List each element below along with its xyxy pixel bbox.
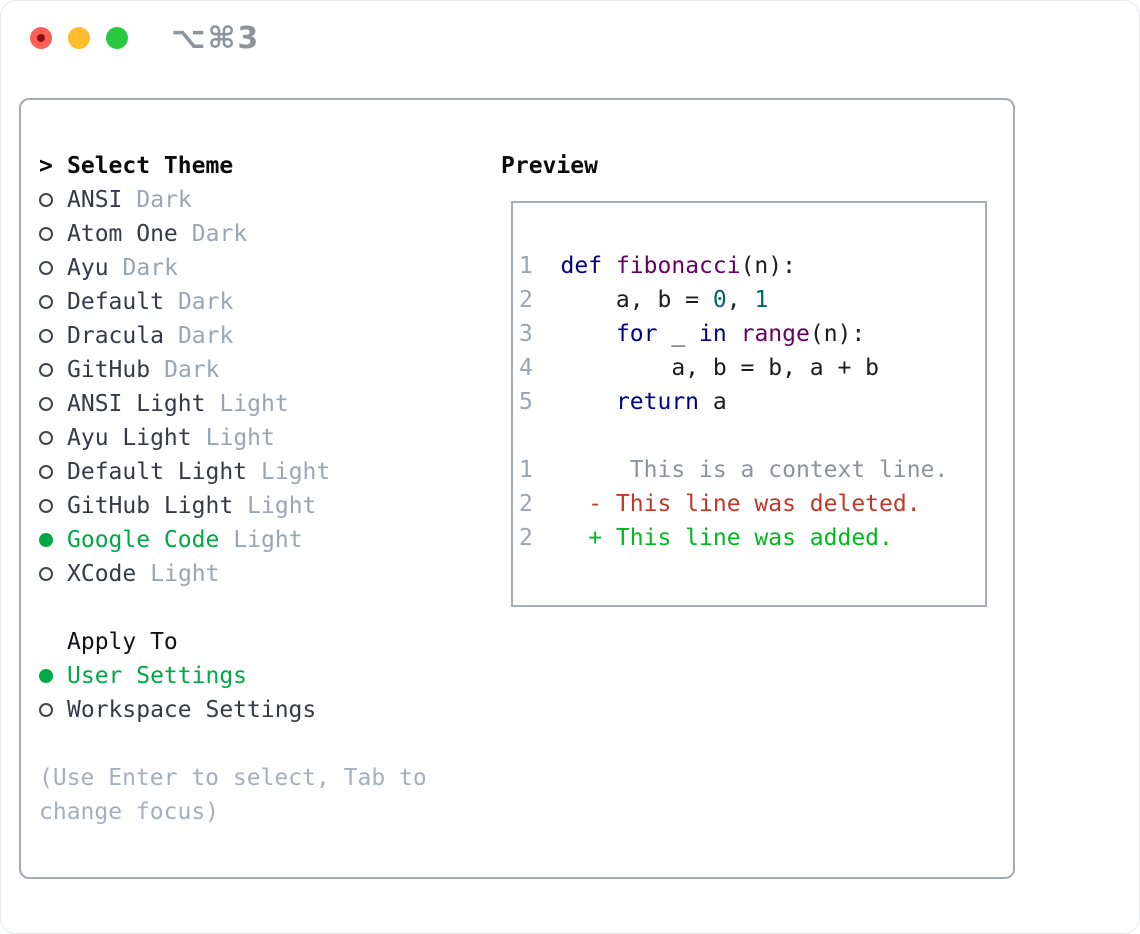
radio-icon [39, 329, 53, 343]
option-variant: Dark [122, 255, 178, 281]
option-name: Default [67, 289, 164, 315]
option-variant: Light [261, 459, 331, 485]
zoom-button[interactable] [106, 27, 128, 49]
code-line: 5 return a [519, 389, 727, 415]
option-variant: Light [150, 561, 220, 587]
traffic-lights [30, 27, 144, 49]
window-title: ⌥⌘3 [171, 21, 261, 56]
theme-option[interactable]: Ayu Light Light [39, 421, 427, 455]
theme-option[interactable]: GitHub Light Light [39, 489, 427, 523]
preview-box: 1 def fibonacci(n): 2 a, b = 0, 1 3 for _ … [511, 201, 987, 607]
focus-arrow-icon: > [39, 153, 53, 179]
apply-to-label: Apply To [67, 629, 178, 655]
preview-label: Preview [501, 153, 598, 179]
theme-option[interactable]: Google Code Light [39, 523, 427, 557]
minimize-button[interactable] [68, 27, 90, 49]
option-name: Dracula [67, 323, 164, 349]
option-name: Google Code [67, 527, 220, 553]
code-line: 2 a, b = 0, 1 [519, 287, 769, 313]
theme-option[interactable]: Atom One Dark [39, 217, 427, 251]
radio-icon [39, 499, 53, 513]
option-name: Ayu Light [67, 425, 192, 451]
apply-to-option[interactable]: Workspace Settings [39, 693, 427, 727]
code-line: 1 def fibonacci(n): [519, 253, 796, 279]
option-variant: Light [233, 527, 303, 553]
help-line: (Use Enter to select, Tab to [39, 765, 427, 791]
option-variant: Dark [164, 357, 220, 383]
option-variant: Dark [177, 323, 234, 349]
radio-icon [39, 193, 53, 207]
diff-line: 2 - This line was deleted. [519, 491, 921, 517]
code-line: 3 for _ in range(n): [519, 321, 866, 347]
theme-option[interactable]: ANSI Light Light [39, 387, 427, 421]
option-variant: Light [205, 425, 275, 451]
option-variant: Dark [177, 289, 234, 315]
option-name: ANSI Light [67, 391, 206, 417]
radio-icon [39, 363, 53, 377]
help-line: change focus) [39, 799, 220, 825]
option-name: Default Light [67, 459, 248, 485]
option-variant: Light [219, 391, 289, 417]
radio-icon [39, 397, 53, 411]
radio-icon [39, 703, 53, 717]
blank-line [519, 419, 985, 453]
theme-option[interactable]: Default Dark [39, 285, 427, 319]
radio-icon [39, 227, 53, 241]
theme-option[interactable]: XCode Light [39, 557, 427, 591]
option-name: User Settings [67, 663, 248, 689]
option-name: Workspace Settings [67, 697, 317, 723]
radio-icon [39, 465, 53, 479]
select-theme-label: Select Theme [67, 153, 234, 179]
diff-preview: 1 This is a context line. 2 - This line w… [519, 453, 985, 555]
option-variant: Dark [136, 187, 192, 213]
radio-icon [39, 295, 53, 309]
option-name: GitHub [67, 357, 151, 383]
select-theme-header: > Select Theme [39, 149, 427, 183]
option-name: XCode [67, 561, 137, 587]
radio-selected-icon [39, 533, 53, 547]
radio-icon [39, 567, 53, 581]
apply-to-option[interactable]: User Settings [39, 659, 427, 693]
diff-line: 2 + This line was added. [519, 525, 893, 551]
option-name: Ayu [67, 255, 109, 281]
radio-icon [39, 431, 53, 445]
help-text: (Use Enter to select, Tab to change focu… [39, 761, 427, 829]
theme-option[interactable]: ANSI Dark [39, 183, 427, 217]
theme-option[interactable]: GitHub Dark [39, 353, 427, 387]
option-variant: Dark [191, 221, 248, 247]
radio-selected-icon [39, 669, 53, 683]
option-variant: Light [247, 493, 317, 519]
theme-option[interactable]: Dracula Dark [39, 319, 427, 353]
code-preview: 1 def fibonacci(n): 2 a, b = 0, 1 3 for _ … [519, 249, 985, 419]
close-button[interactable] [30, 27, 52, 49]
code-line: 4 a, b = b, a + b [519, 355, 880, 381]
theme-option[interactable]: Ayu Dark [39, 251, 427, 285]
diff-line: 1 This is a context line. [519, 457, 949, 483]
radio-icon [39, 261, 53, 275]
apply-to-header: Apply To [39, 625, 427, 659]
theme-option[interactable]: Default Light Light [39, 455, 427, 489]
option-name: GitHub Light [67, 493, 234, 519]
option-name: ANSI [67, 187, 123, 213]
option-name: Atom One [67, 221, 178, 247]
